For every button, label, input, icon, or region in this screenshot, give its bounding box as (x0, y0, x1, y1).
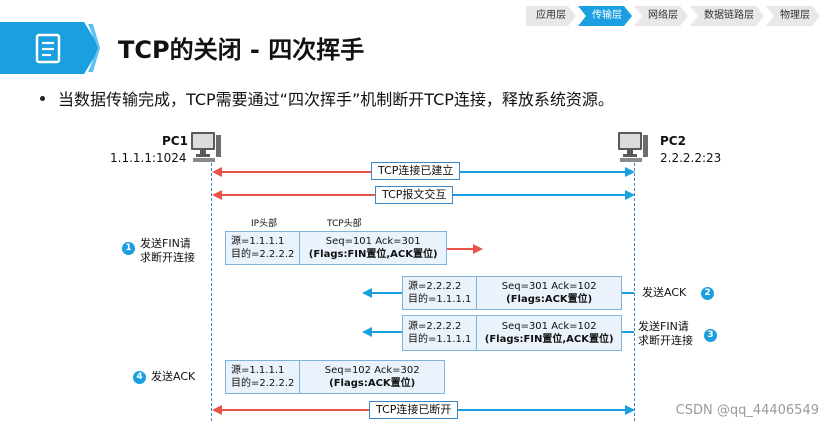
step-3-badge: 3 (704, 329, 717, 342)
lifeline-left (211, 163, 212, 421)
watermark: CSDN @qq_44406549 (675, 403, 819, 418)
packet-tcp-header: Seq=101 Ack=301 (Flags:FIN置位,ACK置位) (300, 232, 446, 264)
layer-tab-transport[interactable]: 传输层 (578, 6, 632, 26)
step-4-badge: 4 (133, 371, 146, 384)
bullet-text: 当数据传输完成，TCP需要通过“四次挥手”机制断开TCP连接，释放系统资源。 (58, 90, 614, 109)
established-label: TCP连接已建立 (371, 162, 461, 180)
packet-dst: 目的=1.1.1.1 (408, 294, 472, 305)
exchange-label: TCP报文交互 (375, 186, 454, 204)
packet-seq-ack: Seq=301 Ack=102 (501, 321, 597, 332)
layer-tab-datalink[interactable]: 数据链路层 (690, 6, 764, 26)
layer-tab-application[interactable]: 应用层 (526, 6, 576, 26)
packet-seq-ack: Seq=102 Ack=302 (324, 365, 420, 376)
ip-header-label: IP头部 (251, 219, 278, 229)
packet-3-arrow (362, 327, 402, 337)
packet-ip-header: 源=1.1.1.1 目的=2.2.2.2 (226, 232, 301, 264)
packet-ip-header: 源=1.1.1.1 目的=2.2.2.2 (226, 361, 301, 393)
packet-2-tail (622, 292, 634, 294)
step-3-line-2: 求断开连接 (638, 334, 693, 347)
packet-seq-ack: Seq=301 Ack=102 (501, 281, 597, 292)
packet-src: 源=1.1.1.1 (231, 365, 285, 376)
packet-flags: (Flags:FIN置位,ACK置位) (308, 249, 438, 260)
step-4-text: 发送ACK (151, 370, 196, 383)
packet-tcp-header: Seq=102 Ack=302 (Flags:ACK置位) (300, 361, 444, 393)
packet-src: 源=2.2.2.2 (408, 321, 462, 332)
packet-2-arrow (362, 288, 402, 298)
packet-ack-2: 源=1.1.1.1 目的=2.2.2.2 Seq=102 Ack=302 (Fl… (225, 360, 445, 394)
layer-tab-network[interactable]: 网络层 (634, 6, 688, 26)
packet-ip-header: 源=2.2.2.2 目的=1.1.1.1 (403, 277, 478, 309)
computer-icon (191, 132, 221, 162)
packet-tcp-header: Seq=301 Ack=102 (Flags:FIN置位,ACK置位) (477, 316, 621, 350)
document-icon (0, 22, 100, 74)
packet-ip-header: 源=2.2.2.2 目的=1.1.1.1 (403, 316, 478, 350)
packet-tcp-header: Seq=301 Ack=102 (Flags:ACK置位) (477, 277, 621, 309)
bullet-dot (40, 96, 45, 101)
step-1-text: 发送FIN请 求断开连接 (140, 237, 195, 265)
page-title: TCP的关闭 - 四次挥手 (118, 36, 365, 64)
step-2-text: 发送ACK (642, 286, 687, 299)
packet-dst: 目的=2.2.2.2 (231, 249, 295, 260)
packet-fin-2: 源=2.2.2.2 目的=1.1.1.1 Seq=301 Ack=102 (Fl… (402, 315, 622, 351)
packet-src: 源=2.2.2.2 (408, 281, 462, 292)
step-1-line-2: 求断开连接 (140, 251, 195, 264)
layer-breadcrumb: 应用层 传输层 网络层 数据链路层 物理层 (526, 6, 822, 26)
packet-seq-ack: Seq=101 Ack=301 (325, 236, 421, 247)
step-1-line-1: 发送FIN请 (140, 237, 191, 250)
packet-src: 源=1.1.1.1 (231, 236, 285, 247)
step-3-line-1: 发送FIN请 (638, 320, 689, 333)
host-right-name: PC2 (660, 134, 686, 148)
layer-tab-physical[interactable]: 物理层 (766, 6, 820, 26)
packet-flags: (Flags:ACK置位) (329, 378, 416, 389)
packet-flags: (Flags:FIN置位,ACK置位) (484, 334, 614, 345)
packet-ack-1: 源=2.2.2.2 目的=1.1.1.1 Seq=301 Ack=102 (Fl… (402, 276, 622, 310)
lifeline-right (634, 163, 635, 421)
packet-dst: 目的=1.1.1.1 (408, 334, 472, 345)
packet-fin-1: 源=1.1.1.1 目的=2.2.2.2 Seq=101 Ack=301 (Fl… (225, 231, 447, 265)
packet-3-tail (622, 331, 634, 333)
step-3-text: 发送FIN请 求断开连接 (638, 320, 693, 348)
host-left-name: PC1 (162, 134, 188, 148)
step-1-badge: 1 (122, 242, 135, 255)
host-right-address: 2.2.2.2:23 (660, 151, 722, 165)
tcp-header-label: TCP头部 (327, 219, 362, 229)
host-left-address: 1.1.1.1:1024 (110, 151, 187, 165)
packet-dst: 目的=2.2.2.2 (231, 378, 295, 389)
closed-label: TCP连接已断开 (369, 401, 459, 419)
packet-flags: (Flags:ACK置位) (506, 294, 593, 305)
computer-icon (618, 132, 648, 162)
packet-1-arrow (447, 244, 483, 254)
step-2-badge: 2 (701, 287, 714, 300)
